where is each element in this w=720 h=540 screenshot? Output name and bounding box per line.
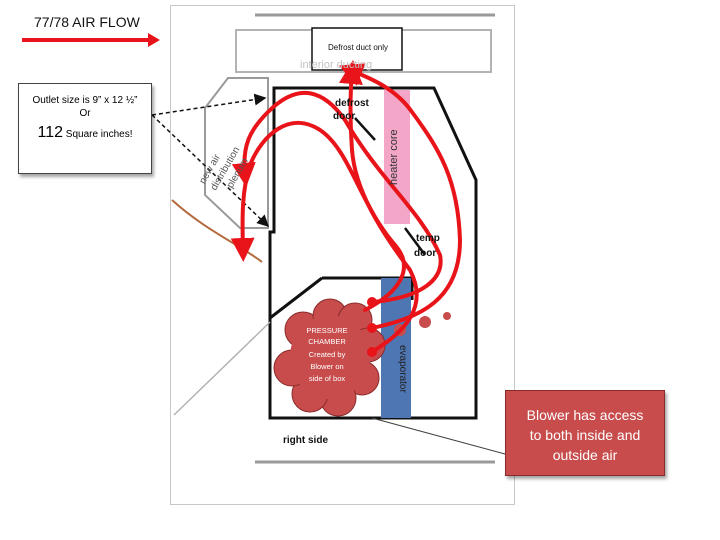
right-side-label: right side xyxy=(283,435,328,446)
air-bubble xyxy=(443,312,451,320)
airflow-arrow-defrost-right xyxy=(338,63,463,330)
pressure-label-3: Created by xyxy=(309,350,346,359)
blower-line2: to both inside and xyxy=(529,427,641,443)
defrost-door xyxy=(354,117,376,141)
airflow-arrow-plenum-lower xyxy=(230,120,406,312)
temp-door-label-2: door xyxy=(414,248,436,259)
air-distribution-plenum xyxy=(204,77,269,229)
lower-chamber-diagonal xyxy=(269,276,323,320)
grey-connector xyxy=(173,321,271,416)
blower-line1: Blower has access xyxy=(526,407,644,423)
diagram-title: 77/78 AIR FLOW xyxy=(34,14,140,30)
pressure-label-4: Blower on xyxy=(310,362,343,371)
pressure-label-5: side of box xyxy=(309,374,346,383)
temp-door xyxy=(403,227,427,256)
title-arrow-head xyxy=(148,33,160,47)
defrost-duct-label: Defrost duct only xyxy=(327,43,389,52)
defrost-door-label-1: defrost xyxy=(335,98,370,109)
pressure-label-1: PRESSURE xyxy=(306,326,347,335)
pressure-label-2: CHAMBER xyxy=(308,337,346,346)
airflow-origin xyxy=(367,347,377,357)
air-bubble xyxy=(419,316,431,328)
outlet-line1: Outlet size is 9” x 12 ½” xyxy=(32,95,138,106)
airflow-origin xyxy=(367,297,377,307)
blower-line3: outside air xyxy=(552,447,618,463)
blower-callout: Blower has access to both inside and out… xyxy=(505,390,665,476)
airflow-origin xyxy=(367,323,377,333)
evaporator-label: evaporator xyxy=(397,345,408,393)
brown-hose xyxy=(171,199,263,263)
callout-pointer-top xyxy=(151,93,267,116)
outlet-area-number: 112 xyxy=(37,124,63,141)
pressure-chamber-cloud xyxy=(273,298,386,417)
outlet-area-unit: Square inches! xyxy=(63,129,133,140)
blower-pointer xyxy=(371,417,506,455)
heater-core-label: heater core xyxy=(388,129,400,185)
outlet-line2: Or xyxy=(79,108,91,119)
outlet-size-callout: Outlet size is 9” x 12 ½” Or 112 Square … xyxy=(18,83,152,174)
interior-ducting-label: interior ducting xyxy=(300,59,372,71)
callout-pointer-bottom xyxy=(151,114,270,228)
defrost-door-label-2: door xyxy=(333,111,355,122)
outlet-line3: 112 Square inches! xyxy=(19,124,151,141)
temp-door-label-1: temp xyxy=(416,233,440,244)
airflow-arrow-plenum-upper xyxy=(231,91,443,304)
